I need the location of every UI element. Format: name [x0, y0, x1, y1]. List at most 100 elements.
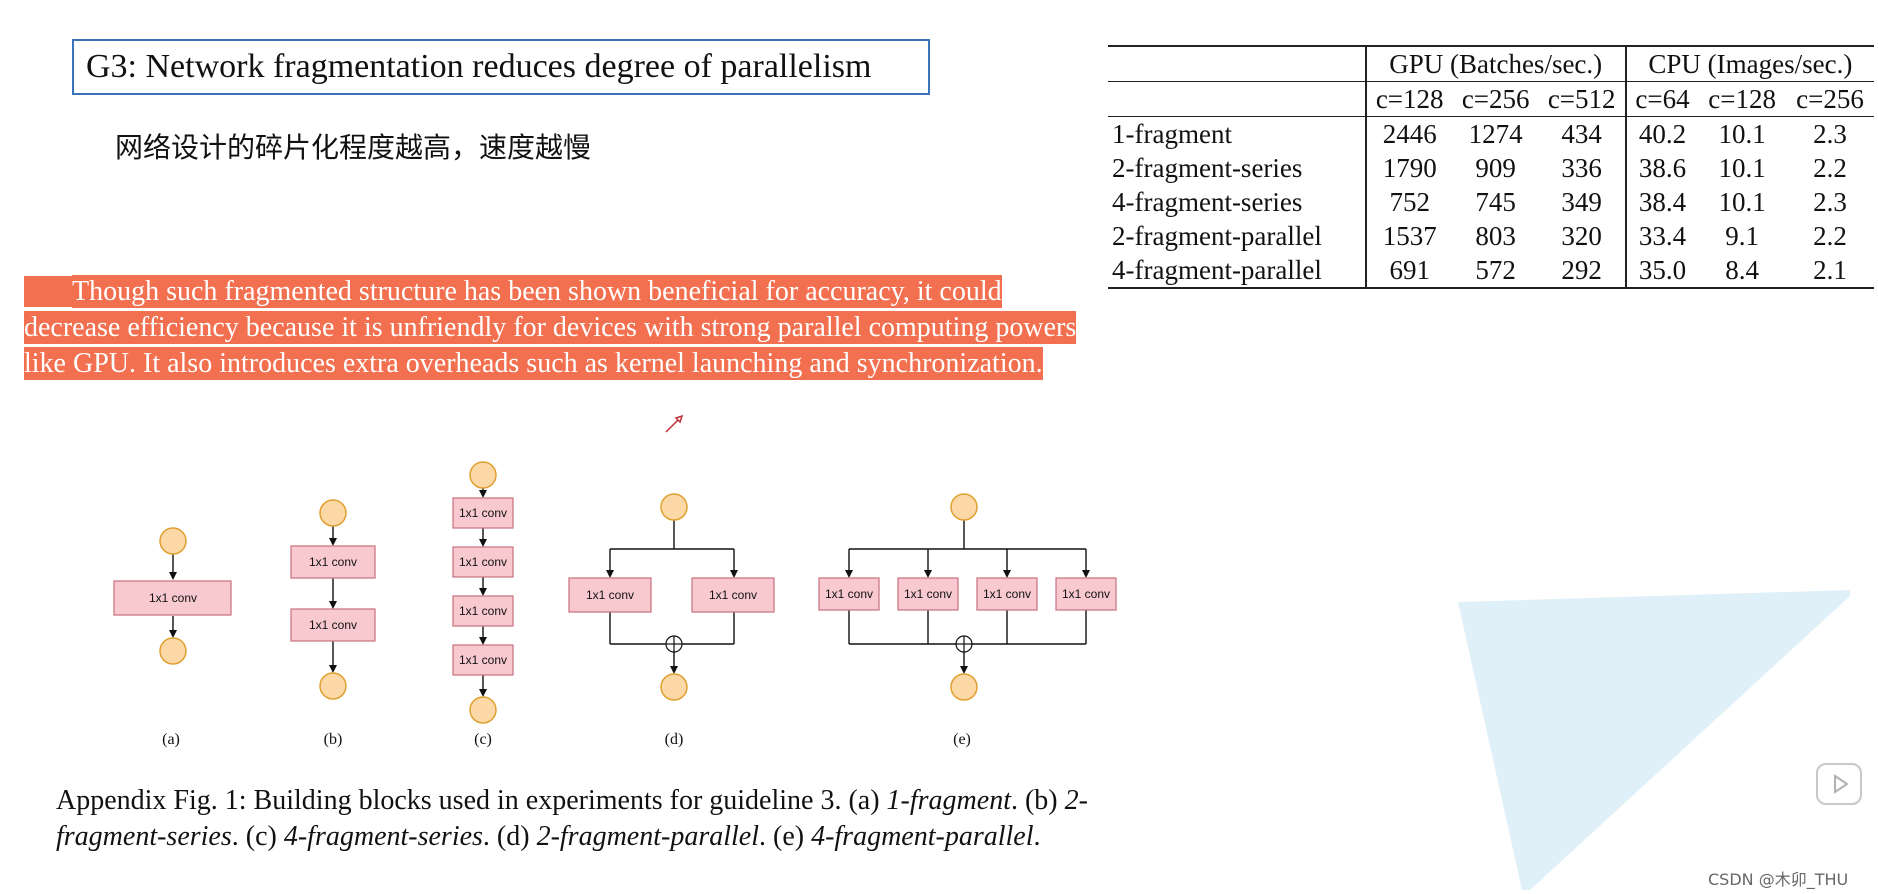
col-header: c=128 [1364, 81, 1453, 117]
block-label: 1x1 conv [459, 555, 507, 569]
caption-text: . (c) [231, 821, 284, 852]
input-node [660, 493, 688, 521]
cell: 38.6 [1624, 151, 1699, 185]
block-label: 1x1 conv [149, 591, 197, 605]
block-label: 1x1 conv [825, 587, 873, 601]
cell: 434 [1538, 116, 1626, 151]
cursor-icon [665, 414, 684, 433]
input-node [319, 499, 347, 527]
output-node [660, 673, 688, 701]
table-corner-2 [1108, 81, 1366, 117]
caption-text: . (d) [482, 821, 537, 852]
cell: 2.3 [1813, 186, 1847, 217]
col-header: c=256 [1786, 81, 1874, 117]
slide-title: G3: Network fragmentation reduces degree… [72, 39, 930, 95]
conv-block [452, 595, 514, 627]
building-blocks-figure: 1x1 conv 1x1 conv 1x1 conv 1x1 conv 1x1 … [113, 461, 1117, 748]
output-node [469, 696, 497, 724]
conv-block [290, 608, 376, 642]
caption-italic: 4-fragment-series [283, 821, 483, 852]
subfigure-label-e: (e) [953, 731, 971, 748]
conv-block [691, 577, 775, 613]
cell: 33.4 [1624, 219, 1699, 253]
conv-block [1055, 577, 1117, 611]
cell: 1537 [1364, 219, 1453, 253]
slide-subtitle: 网络设计的碎片化程度越高，速度越慢 [115, 131, 592, 164]
cell: 2446 [1364, 116, 1453, 151]
conv-block [452, 644, 514, 676]
caption-italic: 4-fragment-parallel [811, 821, 1034, 852]
conv-block [976, 577, 1038, 611]
col-header: c=128 [1698, 81, 1787, 117]
conv-block [568, 577, 652, 613]
table-row: 2-fragment-parallel 1537 803 320 33.4 9.… [1108, 219, 1874, 253]
results-table: GPU (Batches/sec.) CPU (Images/sec.) c=1… [1108, 45, 1874, 289]
cell: 336 [1561, 152, 1602, 183]
cell: 1274 [1452, 116, 1539, 151]
cell: 10.1 [1698, 116, 1787, 151]
highlight-indent [24, 276, 72, 307]
conv-block [452, 497, 514, 529]
block-label: 1x1 conv [459, 653, 507, 667]
conv-block [818, 577, 880, 611]
table-row: 2-fragment-series 1790 909 336 38.6 10.1… [1108, 151, 1874, 185]
block-label: 1x1 conv [586, 588, 634, 602]
col-header: c=512 [1538, 81, 1626, 117]
caption-italic: 1-fragment [886, 785, 1011, 816]
cell: 2.3 [1786, 116, 1874, 151]
conv-block [452, 546, 514, 578]
table-row: 4-fragment-parallel 691 572 292 35.0 8.4… [1108, 253, 1874, 289]
cell: 10.1 [1718, 152, 1766, 183]
cell: 8.4 [1698, 253, 1787, 289]
highlighted-excerpt: Though such fragmented structure has bee… [24, 274, 1087, 424]
row-label: 4-fragment-parallel [1108, 253, 1366, 289]
caption-text: Appendix Fig. 1: Building blocks used in… [56, 785, 887, 816]
cell: 10.1 [1718, 186, 1766, 217]
caption-italic: 2-fragment-parallel [536, 821, 759, 852]
block-label: 1x1 conv [904, 587, 952, 601]
conv-block [897, 577, 959, 611]
subfigure-label-d: (d) [665, 731, 684, 748]
cell: 2.2 [1813, 152, 1847, 183]
cell: 35.0 [1624, 253, 1699, 289]
cell: 691 [1364, 253, 1453, 289]
input-node [159, 527, 187, 555]
input-node [469, 461, 497, 489]
cell: 745 [1475, 186, 1516, 217]
table-row: 4-fragment-series 752 745 349 38.4 10.1 … [1108, 185, 1874, 219]
col-header: c=64 [1624, 81, 1699, 117]
input-node [950, 493, 978, 521]
cell: 38.4 [1624, 185, 1699, 219]
row-label: 2-fragment-parallel [1112, 220, 1322, 251]
play-icon[interactable] [1814, 760, 1866, 812]
block-label: 1x1 conv [309, 618, 357, 632]
row-label: 4-fragment-series [1112, 186, 1303, 217]
subfigure-label-b: (b) [324, 731, 343, 748]
cell: 9.1 [1725, 220, 1760, 251]
block-label: 1x1 conv [459, 506, 507, 520]
cell: 803 [1475, 220, 1516, 251]
conv-block [290, 545, 376, 579]
cell: 1790 [1364, 151, 1453, 185]
figure-caption: Appendix Fig. 1: Building blocks used in… [56, 783, 1176, 855]
table-row: 1-fragment 2446 1274 434 40.2 10.1 2.3 [1108, 116, 1874, 151]
cell: 349 [1561, 186, 1602, 217]
caption-text: . (e) [759, 821, 812, 852]
cell: 2.1 [1786, 253, 1874, 289]
excerpt-text: Though such fragmented structure has bee… [24, 275, 1077, 380]
gpu-header: GPU (Batches/sec.) [1364, 45, 1626, 82]
block-label: 1x1 conv [709, 588, 757, 602]
block-label: 1x1 conv [983, 587, 1031, 601]
cpu-header: CPU (Images/sec.) [1624, 45, 1874, 82]
cell: 909 [1475, 152, 1516, 183]
output-node [159, 637, 187, 665]
output-node [950, 673, 978, 701]
cell: 292 [1538, 253, 1626, 289]
caption-italic: 2-fragment-series [56, 785, 1088, 852]
col-header: c=256 [1452, 81, 1539, 117]
subfigure-label-a: (a) [162, 731, 180, 748]
cell: 40.2 [1624, 116, 1699, 151]
row-label: 2-fragment-series [1112, 152, 1303, 183]
conv-block [113, 580, 232, 616]
cell: 2.2 [1813, 220, 1847, 251]
